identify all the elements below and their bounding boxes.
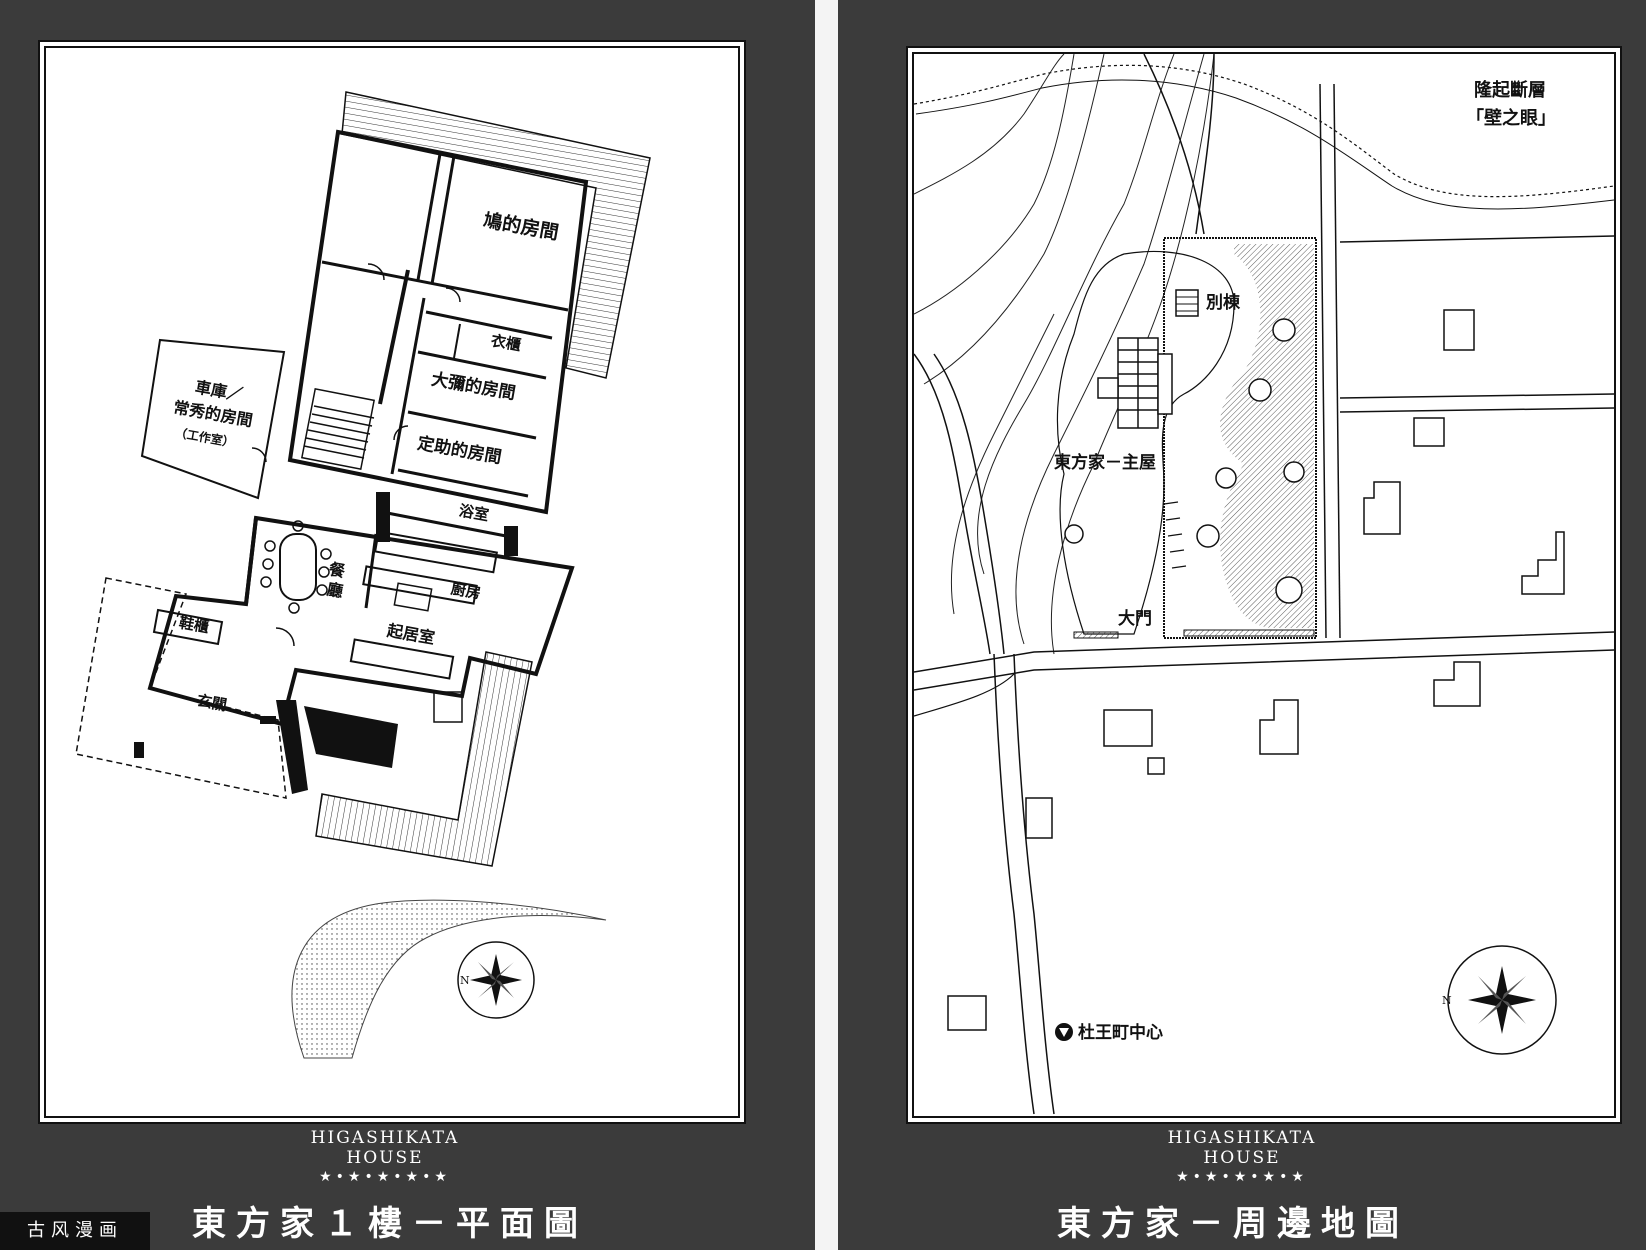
lower-deck — [315, 651, 533, 867]
room-label-living: 起居室 — [385, 621, 437, 648]
annex-building — [1175, 289, 1199, 317]
house-en-line1: HIGASHIKATA — [1167, 1128, 1317, 1148]
right-page-title: 東方家－周邊地圖 — [1057, 1204, 1409, 1244]
main-house-label: 東方家－主屋 — [1054, 452, 1156, 473]
contour-lines — [914, 54, 1215, 655]
compass-n-label: N — [1442, 994, 1452, 1007]
room-label-dining-1: 餐 — [326, 559, 347, 581]
stars-decoration: ★•★•★•★•★ — [1176, 1169, 1308, 1185]
annex-label: 別棟 — [1205, 292, 1241, 313]
main-road — [914, 631, 1614, 673]
town-center-icon — [1055, 1023, 1073, 1041]
page-gutter — [815, 0, 838, 1250]
staircase — [300, 388, 376, 470]
room-label-bath: 浴室 — [458, 501, 491, 524]
estate-woods — [1220, 244, 1314, 628]
fault-label-line1: 隆起斷層 — [1474, 79, 1546, 101]
room-label-kitchen: 廚房 — [450, 579, 483, 602]
site-watermark: 古风漫画 — [0, 1212, 150, 1250]
fault-label-line2: 「壁之眼」 — [1466, 107, 1556, 129]
neighbour-houses — [947, 309, 1565, 1031]
left-page-title: 東方家１樓－平面圖 — [192, 1204, 588, 1244]
trees — [1064, 318, 1305, 604]
room-label-garage-1: 車庫／ — [194, 377, 245, 404]
room-label-garage-2: 常秀的房間 — [172, 398, 254, 431]
main-house-building — [1097, 337, 1173, 429]
room-label-dining-2: 廳 — [325, 579, 344, 600]
estate-boundary — [1163, 237, 1317, 639]
floor-plan-frame: 鳩的房間 衣櫃 大彌的房間 定助的房間 浴室 車庫／ 常秀的房間 （工作室） 餐… — [44, 46, 740, 1118]
fault-line — [914, 64, 1614, 198]
ground-patch — [291, 899, 607, 1059]
room-label-hato: 鳩的房間 — [482, 208, 561, 244]
house-en-line1: HIGASHIKATA — [310, 1128, 460, 1148]
room-label-daiya: 大彌的房間 — [430, 369, 517, 404]
shoe-cabinet-area — [152, 608, 224, 646]
surrounding-map-frame: 隆起斷層 「壁之眼」 別棟 東方家－主屋 大門 杜王町中心 — [912, 52, 1616, 1118]
surrounding-map-drawing: 隆起斷層 「壁之眼」 別棟 東方家－主屋 大門 杜王町中心 — [914, 54, 1614, 1115]
room-label-josuke: 定助的房間 — [416, 433, 503, 468]
stars-decoration: ★•★•★•★•★ — [319, 1169, 451, 1185]
room-label-shoe: 鞋櫃 — [178, 613, 211, 636]
compass-rose-icon — [1447, 945, 1557, 1055]
room-label-entrance: 玄關 — [196, 691, 229, 714]
living-block — [147, 515, 575, 727]
room-label-garage-3: （工作室） — [174, 425, 236, 450]
compass-n-label: N — [460, 974, 470, 987]
house-en-line2: HOUSE — [1203, 1148, 1281, 1168]
compass-rose-icon — [457, 941, 535, 1019]
right-page: 隆起斷層 「壁之眼」 別棟 東方家－主屋 大門 杜王町中心 — [838, 0, 1646, 1250]
dining-table — [260, 520, 332, 614]
house-en-line2: HOUSE — [346, 1148, 424, 1168]
garage — [140, 338, 286, 500]
town-center-label: 杜王町中心 — [1078, 1022, 1163, 1043]
main-house-grounds — [1056, 250, 1235, 635]
floor-plan-drawing: 鳩的房間 衣櫃 大彌的房間 定助的房間 浴室 車庫／ 常秀的房間 （工作室） 餐… — [75, 91, 651, 1059]
left-page: 鳩的房間 衣櫃 大彌的房間 定助的房間 浴室 車庫／ 常秀的房間 （工作室） 餐… — [0, 0, 815, 1250]
gate-label: 大門 — [1118, 608, 1152, 629]
room-label-closet: 衣櫃 — [490, 331, 523, 354]
bedroom-wing — [287, 129, 589, 515]
veranda — [75, 577, 287, 799]
